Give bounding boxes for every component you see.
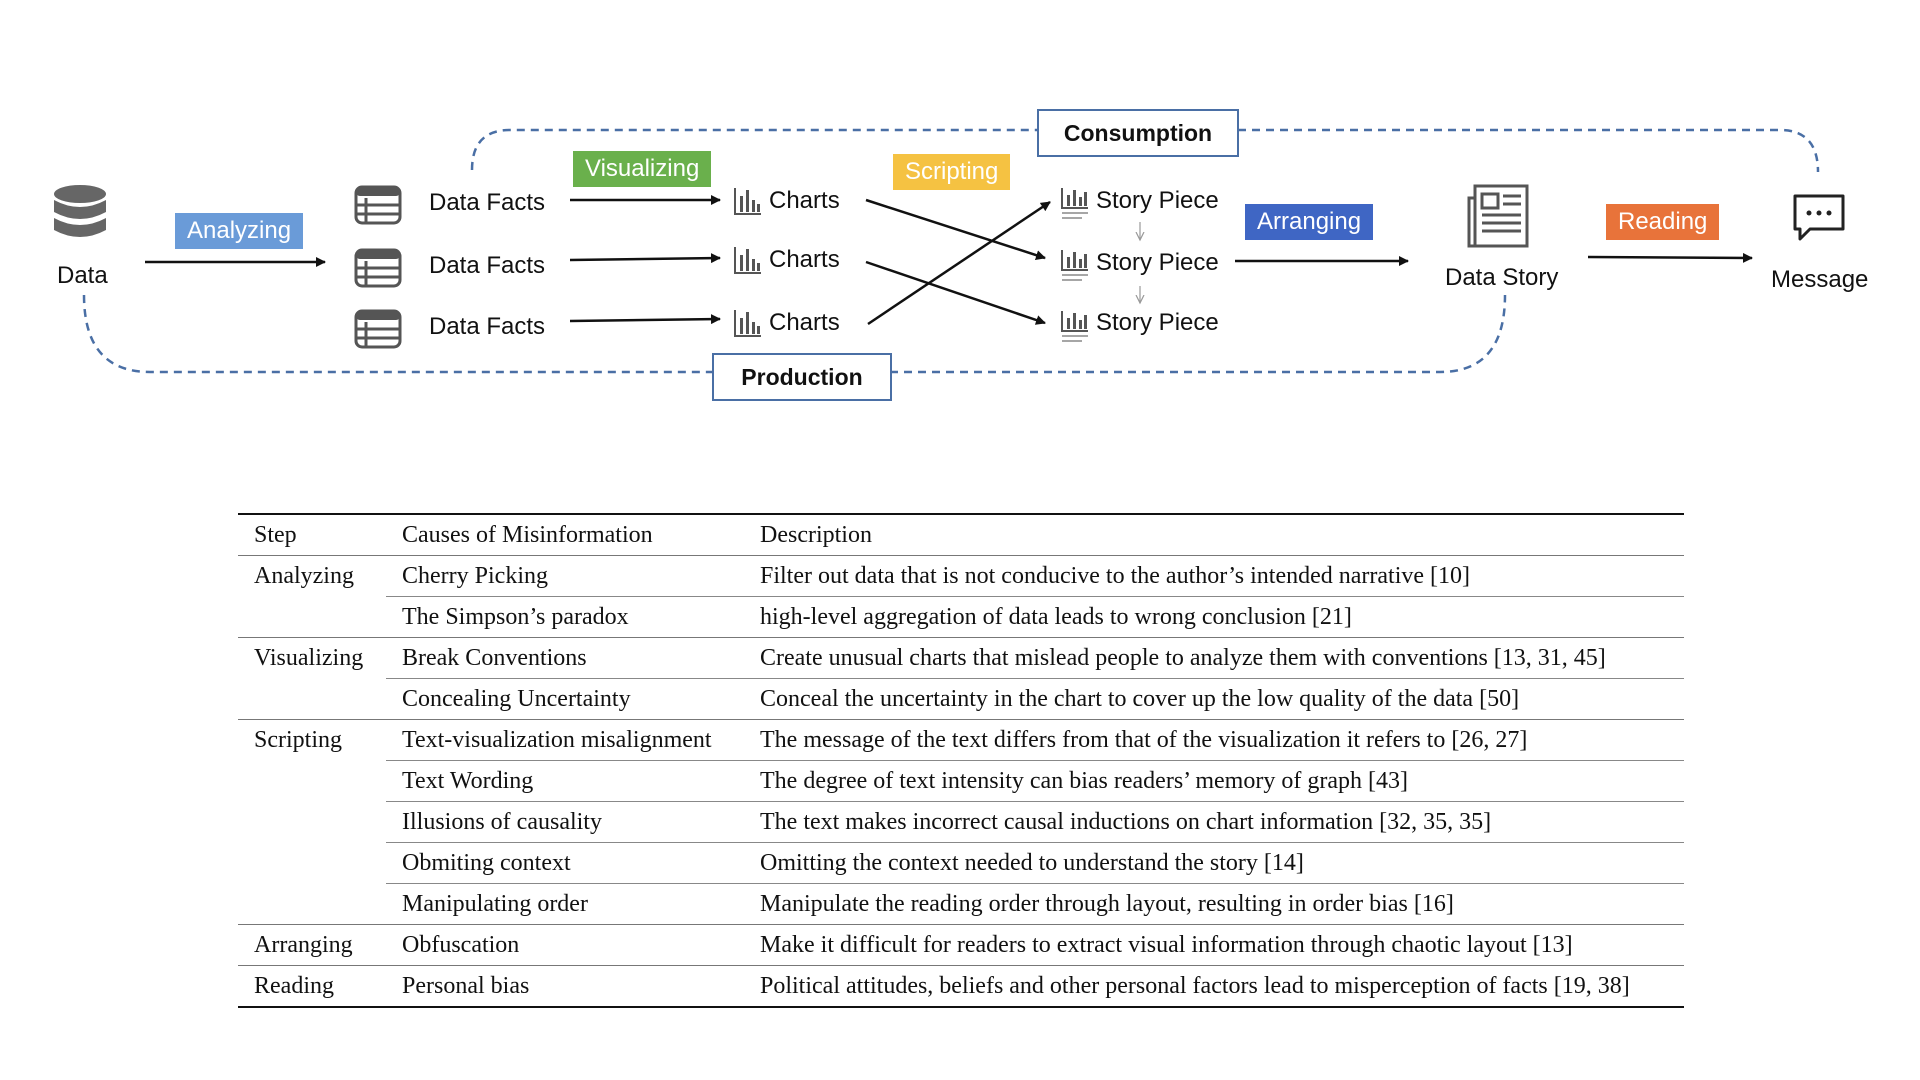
arrow-chart3-piece1 [867,200,1051,326]
table-icon [354,248,402,288]
table-row: Analyzing Cherry Picking Filter out data… [238,555,1684,597]
database-icon [54,185,106,237]
data-facts-label: Data Facts [429,189,546,216]
step-cell [238,884,386,925]
table-row: Reading Personal bias Political attitude… [238,965,1684,1008]
table-row: Obmiting context Omitting the context ne… [238,842,1684,884]
header-step: Step [254,521,297,548]
step-cell: Analyzing [238,555,386,597]
story-piece-icon [1061,250,1088,281]
header-description: Description [760,521,872,548]
description-cell: The degree of text intensity can bias re… [744,760,1684,802]
bar-chart-icon [734,188,761,215]
description-cell: Conceal the uncertainty in the chart to … [744,678,1684,720]
step-cell: Visualizing [238,637,386,679]
bar-chart-icon [734,247,761,274]
table-row: Arranging Obfuscation Make it difficult … [238,924,1684,966]
message-icon [1793,194,1845,241]
scripting-tag: Scripting [893,154,1011,190]
diagram-lines [82,128,1820,374]
step-cell [238,679,386,720]
story-piece-label: Story Piece [1096,309,1219,336]
data-facts-label: Data Facts [429,252,546,279]
newspaper-icon [1467,184,1529,248]
description-cell: Manipulate the reading order through lay… [744,883,1684,925]
description-cell: Filter out data that is not conducive to… [744,555,1684,597]
cause-cell: Cherry Picking [386,555,744,597]
message-label: Message [1771,266,1869,293]
table-icon [354,185,402,225]
bar-chart-icon [734,310,761,337]
description-cell: Create unusual charts that mislead peopl… [744,637,1684,679]
story-piece-icon [1061,188,1088,219]
charts-label: Charts [769,246,840,273]
description-cell: Make it difficult for readers to extract… [744,924,1684,966]
step-cell: Arranging [238,924,386,966]
step-cell [238,843,386,884]
cause-cell: Personal bias [386,965,744,1008]
cause-cell: Text Wording [386,760,744,802]
arrow-chart1-piece2 [865,198,1046,260]
description-cell: high-level aggregation of data leads to … [744,596,1684,638]
table-row: Scripting Text-visualization misalignmen… [238,719,1684,761]
cause-cell: The Simpson’s paradox [386,596,744,638]
arranging-tag: Arranging [1245,204,1374,240]
arrow-facts-charts-3 [569,314,721,325]
data-label: Data [57,262,108,289]
consumption-loop [470,128,1038,171]
header-causes: Causes of Misinformation [402,521,653,548]
consumption-loop-right [1238,128,1820,173]
arrow-chart2-piece3 [865,260,1046,325]
table-row: Illusions of causality The text makes in… [238,801,1684,843]
cause-cell: Concealing Uncertainty [386,678,744,720]
charts-label: Charts [769,187,840,214]
table-row: Visualizing Break Conventions Create unu… [238,637,1684,679]
description-cell: Political attitudes, beliefs and other p… [744,965,1684,1008]
visualizing-tag: Visualizing [573,151,712,187]
table-row: Manipulating order Manipulate the readin… [238,883,1684,925]
table-row: The Simpson’s paradox high-level aggrega… [238,596,1684,638]
cause-cell: Manipulating order [386,883,744,925]
table-row: Concealing Uncertainty Conceal the uncer… [238,678,1684,720]
data-story-label: Data Story [1445,264,1559,291]
misinformation-table: Step Causes of Misinformation Descriptio… [238,513,1684,1008]
step-cell [238,597,386,638]
pipeline-diagram: Data Analyzing Data Facts Data Facts Dat… [0,0,1920,430]
step-cell: Reading [238,965,386,1008]
table-header-row: Step Causes of Misinformation Descriptio… [238,514,1684,556]
analyzing-tag: Analyzing [175,213,304,249]
step-cell [238,802,386,843]
description-cell: Omitting the context needed to understan… [744,842,1684,884]
cause-cell: Break Conventions [386,637,744,679]
arrow-reading [1587,252,1753,263]
charts-label: Charts [769,309,840,336]
consumption-box: Consumption [1037,109,1239,157]
production-box: Production [712,353,892,401]
description-cell: The text makes incorrect causal inductio… [744,801,1684,843]
story-piece-label: Story Piece [1096,187,1219,214]
table-row: Text Wording The degree of text intensit… [238,760,1684,802]
arrow-facts-charts-2 [569,253,721,264]
data-facts-label: Data Facts [429,313,546,340]
description-cell: The message of the text differs from tha… [744,719,1684,761]
cause-cell: Text-visualization misalignment [386,719,744,761]
production-loop-right [890,294,1507,374]
story-piece-label: Story Piece [1096,249,1219,276]
step-cell [238,761,386,802]
cause-cell: Obmiting context [386,842,744,884]
table-icon [354,309,402,349]
production-loop-left [82,294,712,374]
cause-cell: Obfuscation [386,924,744,966]
reading-tag: Reading [1606,204,1720,240]
story-piece-icon [1061,311,1088,342]
step-cell: Scripting [238,719,386,761]
cause-cell: Illusions of causality [386,801,744,843]
